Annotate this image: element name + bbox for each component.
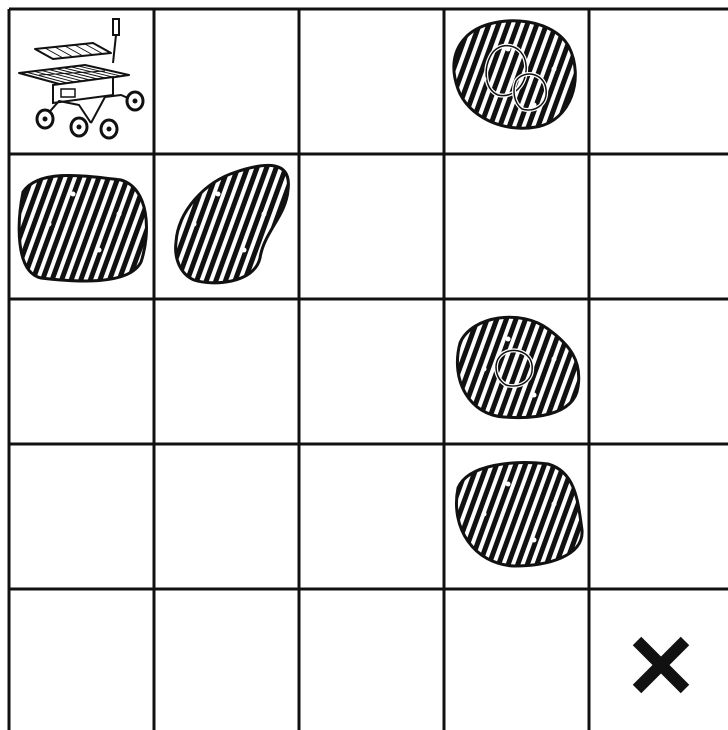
rover-camera	[113, 19, 119, 35]
rock-speckle	[482, 77, 487, 82]
grid-cell-r0-c2[interactable]	[299, 9, 444, 154]
rock-outline	[19, 175, 146, 281]
rock-speckle	[532, 538, 537, 543]
grid-cell-r2-c2[interactable]	[299, 299, 444, 444]
rock-speckle	[216, 192, 221, 197]
grid-cell-r1-c0[interactable]	[9, 154, 154, 299]
rock-speckle	[117, 212, 122, 217]
cell-background	[154, 589, 299, 730]
grid-cell-r3-c1[interactable]	[154, 444, 299, 589]
cell-background	[444, 589, 589, 730]
rock-speckle	[47, 222, 52, 227]
grid-cell-r3-c3[interactable]	[444, 444, 589, 589]
grid-cell-r0-c0[interactable]	[9, 9, 154, 154]
grid-cell-r1-c2[interactable]	[299, 154, 444, 299]
rock-speckle	[71, 192, 76, 197]
grid-cell-r3-c4[interactable]	[589, 444, 728, 589]
rover-wheel-hub	[77, 125, 82, 130]
grid-cell-r1-c4[interactable]	[589, 154, 728, 299]
rock-speckle	[532, 393, 537, 398]
rock-speckle	[506, 482, 511, 487]
grid-cell-r0-c4[interactable]	[589, 9, 728, 154]
cell-background	[299, 299, 444, 444]
rock-speckle	[482, 512, 487, 517]
rover-wheel-hub	[107, 127, 112, 132]
rock-obstacle-icon	[19, 175, 146, 281]
grid-cell-r2-c0[interactable]	[9, 299, 154, 444]
rock-speckle	[192, 222, 197, 227]
grid-cell-r2-c3[interactable]	[444, 299, 589, 444]
grid-cell-r4-c3[interactable]	[444, 589, 589, 730]
cell-background	[589, 9, 728, 154]
rock-speckle	[506, 47, 511, 52]
cell-background	[299, 444, 444, 589]
rock-outline	[456, 463, 582, 566]
rock-speckle	[506, 337, 511, 342]
cell-background	[589, 299, 728, 444]
grid-cell-r2-c1[interactable]	[154, 299, 299, 444]
cell-background	[589, 444, 728, 589]
grid-cell-r1-c3[interactable]	[444, 154, 589, 299]
grid-cell-r4-c4[interactable]	[589, 589, 728, 730]
cell-background	[299, 589, 444, 730]
cell-background	[589, 154, 728, 299]
rock-speckle	[552, 67, 557, 72]
cell-background	[9, 589, 154, 730]
grid-cell-r0-c1[interactable]	[154, 9, 299, 154]
rock-speckle	[482, 367, 487, 372]
rock-obstacle-icon	[456, 463, 582, 566]
cell-background	[9, 299, 154, 444]
grid-cell-r1-c1[interactable]	[154, 154, 299, 299]
cell-background	[444, 154, 589, 299]
rock-speckle	[242, 248, 247, 253]
rock-speckle	[552, 502, 557, 507]
cell-background	[299, 154, 444, 299]
cell-background	[154, 9, 299, 154]
rover-wheel-hub	[43, 117, 48, 122]
grid-cell-r3-c0[interactable]	[9, 444, 154, 589]
grid-cell-r4-c2[interactable]	[299, 589, 444, 730]
cell-background	[154, 299, 299, 444]
grid-cell-r2-c4[interactable]	[589, 299, 728, 444]
grid-cell-r3-c2[interactable]	[299, 444, 444, 589]
rock-speckle	[262, 212, 267, 217]
rock-speckle	[552, 357, 557, 362]
grid-cell-r4-c1[interactable]	[154, 589, 299, 730]
rock-speckle	[532, 103, 537, 108]
cell-background	[299, 9, 444, 154]
grid-cell-r0-c3[interactable]	[444, 9, 589, 154]
cell-background	[154, 444, 299, 589]
grid-cell-r4-c0[interactable]	[9, 589, 154, 730]
cell-background	[9, 444, 154, 589]
rock-speckle	[97, 248, 102, 253]
rover-wheel-hub	[133, 99, 138, 104]
